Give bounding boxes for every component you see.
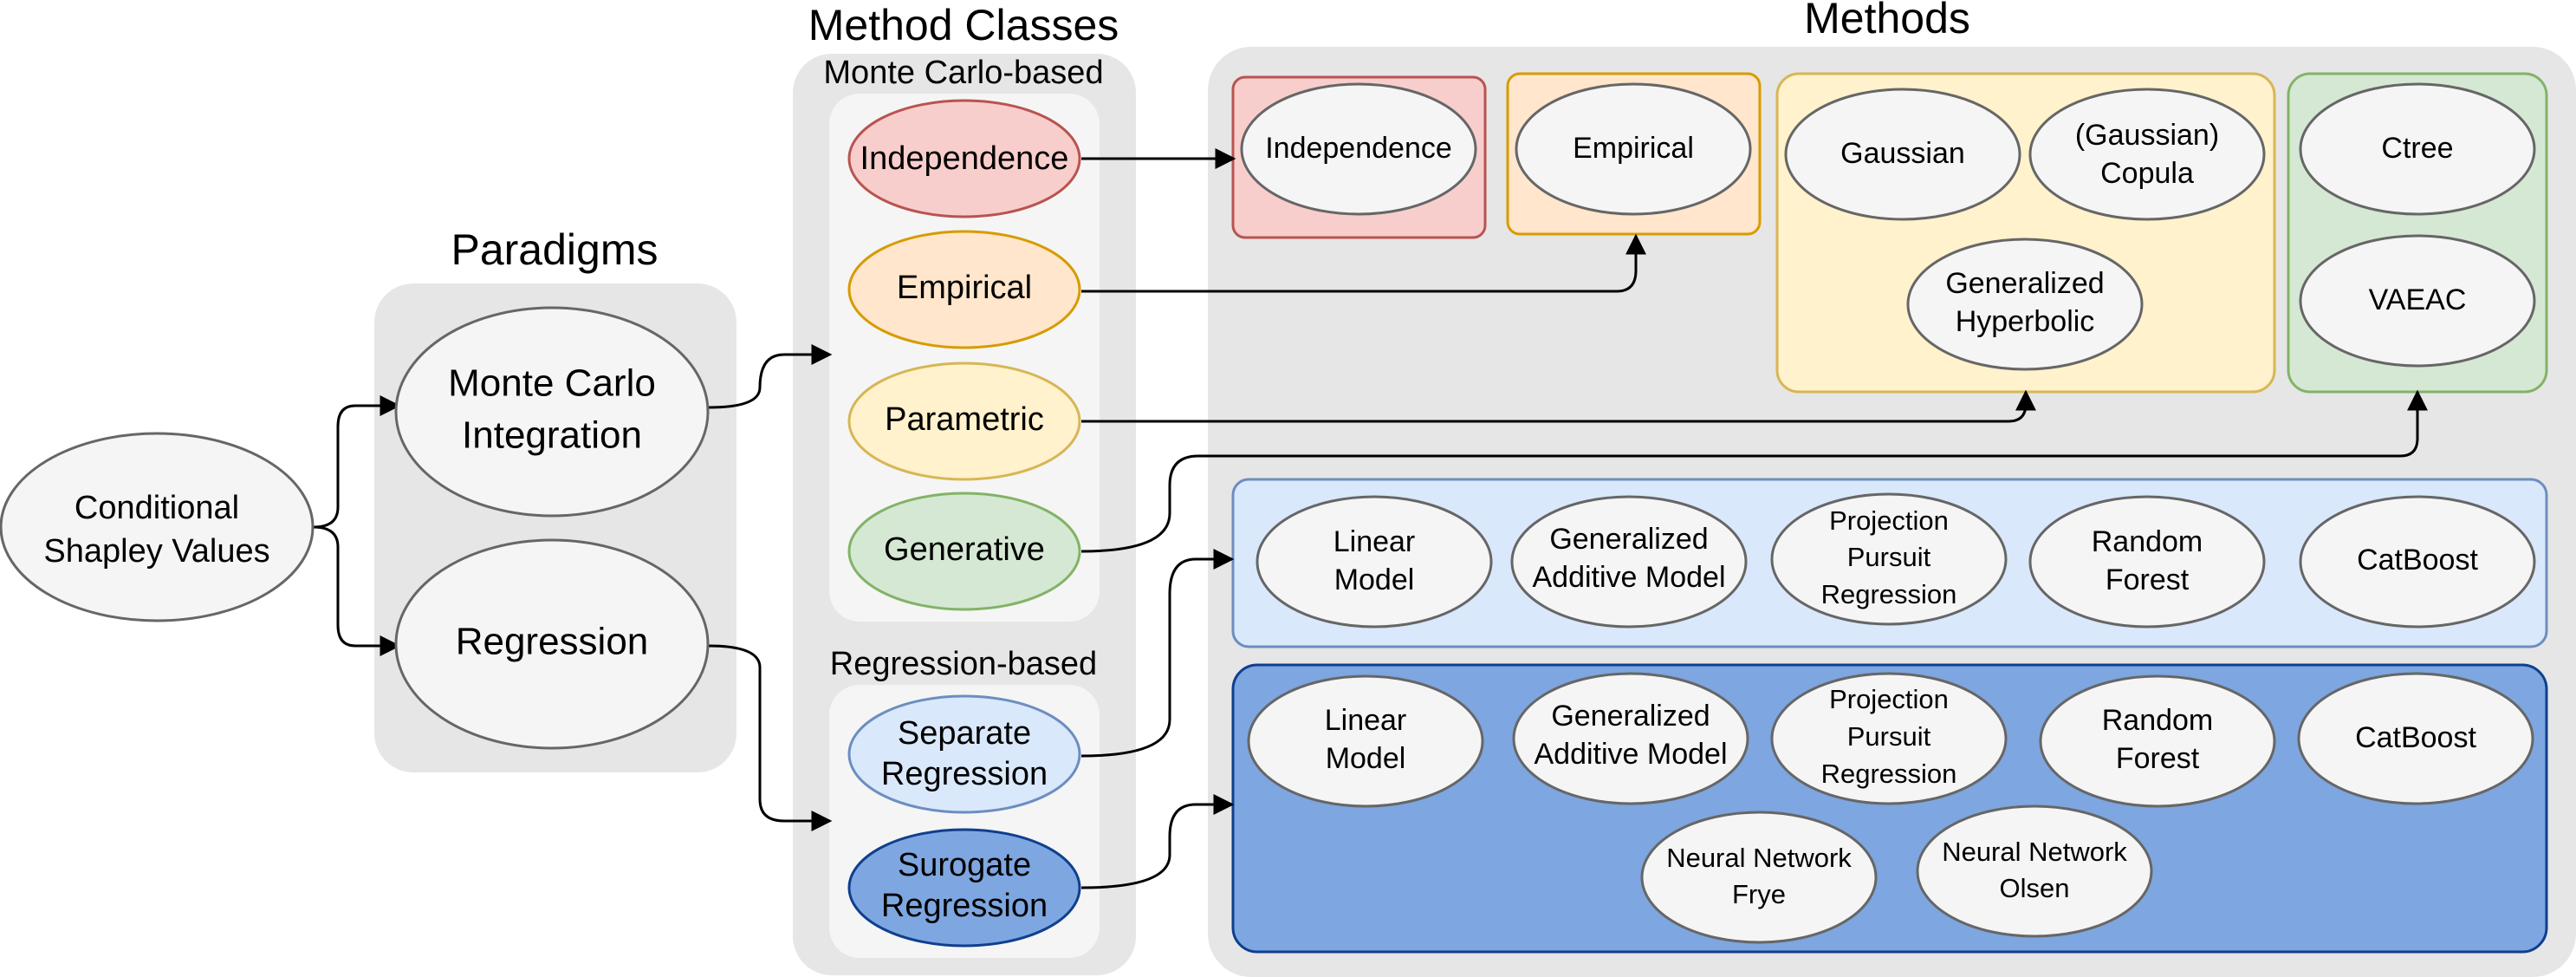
independence-class-node: Independence [847,99,1081,218]
svg-text:Model: Model [1326,742,1406,775]
empirical-class-node: Empirical [847,230,1081,349]
paradigms-header: Paradigms [451,225,659,274]
monte-carlo-integration-node: Monte Carlo Integration [394,306,710,518]
edge-generative [1080,389,2428,553]
svg-text:Ctree: Ctree [2381,132,2453,165]
generative-class-node: Generative [847,492,1081,611]
svg-text:Generative: Generative [884,531,1045,568]
svg-text:Forest: Forest [2116,742,2200,775]
svg-text:Projection: Projection [1829,505,1949,536]
svg-text:Forest: Forest [2106,563,2190,596]
svg-text:Parametric: Parametric [885,401,1044,438]
svg-text:Conditional: Conditional [75,490,239,526]
svg-text:Independence: Independence [1265,132,1452,165]
separate-gam-node: Generalized Additive Model [1510,495,1748,629]
gaussian-copula-method-node: (Gaussian) Copula [2028,88,2266,221]
neural-network-frye-node: Neural Network Frye [1640,811,1878,944]
svg-text:Regression: Regression [881,756,1048,792]
svg-text:Pursuit: Pursuit [1847,542,1931,572]
svg-text:Generalized: Generalized [1945,267,2104,300]
separate-linear-model-node: Linear Model [1256,495,1493,629]
svg-text:Linear: Linear [1333,525,1416,558]
empirical-method-node: Empirical [1515,82,1752,216]
connectors [313,148,2428,889]
svg-text:Additive Model: Additive Model [1532,561,1725,594]
svg-text:CatBoost: CatBoost [2355,721,2476,754]
svg-text:(Gaussian): (Gaussian) [2075,119,2219,152]
neural-network-olsen-node: Neural Network Olsen [1916,804,2153,938]
svg-text:Model: Model [1334,563,1415,596]
svg-text:Regression: Regression [1821,759,1957,789]
svg-text:Projection: Projection [1829,684,1949,714]
surrogate-gam-node: Generalized Additive Model [1512,672,1749,805]
edge-regression-to-classes [708,644,833,831]
surogate-regression-class-node: Surogate Regression [847,828,1081,948]
surrogate-random-forest-node: Random Forest [2039,674,2276,808]
surrogate-catboost-node: CatBoost [2297,672,2534,805]
separate-random-forest-node: Random Forest [2028,495,2266,629]
monte-carlo-based-label: Monte Carlo-based [823,55,1103,91]
surrogate-ppr-node: Projection Pursuit Regression [1770,672,2008,805]
separate-ppr-node: Projection Pursuit Regression [1770,492,2008,626]
edge-monte-carlo-to-classes [708,344,833,409]
surrogate-linear-model-node: Linear Model [1247,674,1484,808]
regression-paradigm-node: Regression [394,538,710,750]
parametric-class-node: Parametric [847,361,1081,481]
svg-text:Regression: Regression [1821,579,1957,609]
separate-catboost-node: CatBoost [2299,495,2536,629]
generalized-hyperbolic-method-node: Generalized Hyperbolic [1906,238,2144,371]
svg-text:Generalized: Generalized [1549,523,1708,556]
monte-carlo-group [829,94,1100,622]
svg-text:Separate: Separate [898,715,1031,752]
edge-root-to-regression [313,525,401,656]
svg-text:Shapley Values: Shapley Values [43,533,269,570]
svg-text:Gaussian: Gaussian [1840,137,1965,170]
methods-header: Methods [1804,0,1970,42]
svg-text:Additive Model: Additive Model [1534,738,1727,771]
svg-text:Generalized: Generalized [1551,700,1710,733]
svg-text:Monte Carlo: Monte Carlo [448,362,656,405]
svg-text:Pursuit: Pursuit [1847,721,1931,752]
svg-text:Frye: Frye [1732,879,1786,909]
svg-text:Independence: Independence [860,140,1069,177]
gaussian-method-node: Gaussian [1784,88,2021,221]
svg-text:Integration: Integration [462,414,642,457]
svg-text:Regression: Regression [456,621,649,663]
svg-text:Neural Network: Neural Network [1666,843,1852,873]
svg-text:Empirical: Empirical [1573,132,1694,165]
svg-text:Copula: Copula [2100,157,2194,190]
svg-text:Neural Network: Neural Network [1942,837,2127,867]
svg-text:CatBoost: CatBoost [2357,544,2478,576]
method-classes-header: Method Classes [808,1,1119,49]
svg-text:Empirical: Empirical [897,270,1032,306]
edge-separate [1080,549,1235,758]
svg-text:Olsen: Olsen [2000,873,2070,903]
svg-text:Surogate: Surogate [898,847,1031,883]
svg-text:Random: Random [2102,704,2214,737]
edge-empirical [1081,233,1646,293]
svg-text:Random: Random [2092,525,2203,558]
svg-text:Regression: Regression [881,888,1048,924]
edge-parametric [1081,389,2036,423]
regression-based-label: Regression-based [830,646,1097,682]
separate-regression-class-node: Separate Regression [847,694,1081,814]
edge-root-to-monte-carlo [313,395,401,529]
ctree-method-node: Ctree [2299,82,2536,216]
vaeac-method-node: VAEAC [2299,234,2536,368]
conditional-shapley-values-node: Conditional Shapley Values [0,432,315,622]
svg-text:Linear: Linear [1325,704,1407,737]
svg-text:Hyperbolic: Hyperbolic [1956,305,2095,338]
edge-surrogate [1080,794,1235,889]
independence-method-node: Independence [1240,82,1477,216]
svg-text:VAEAC: VAEAC [2369,283,2467,316]
